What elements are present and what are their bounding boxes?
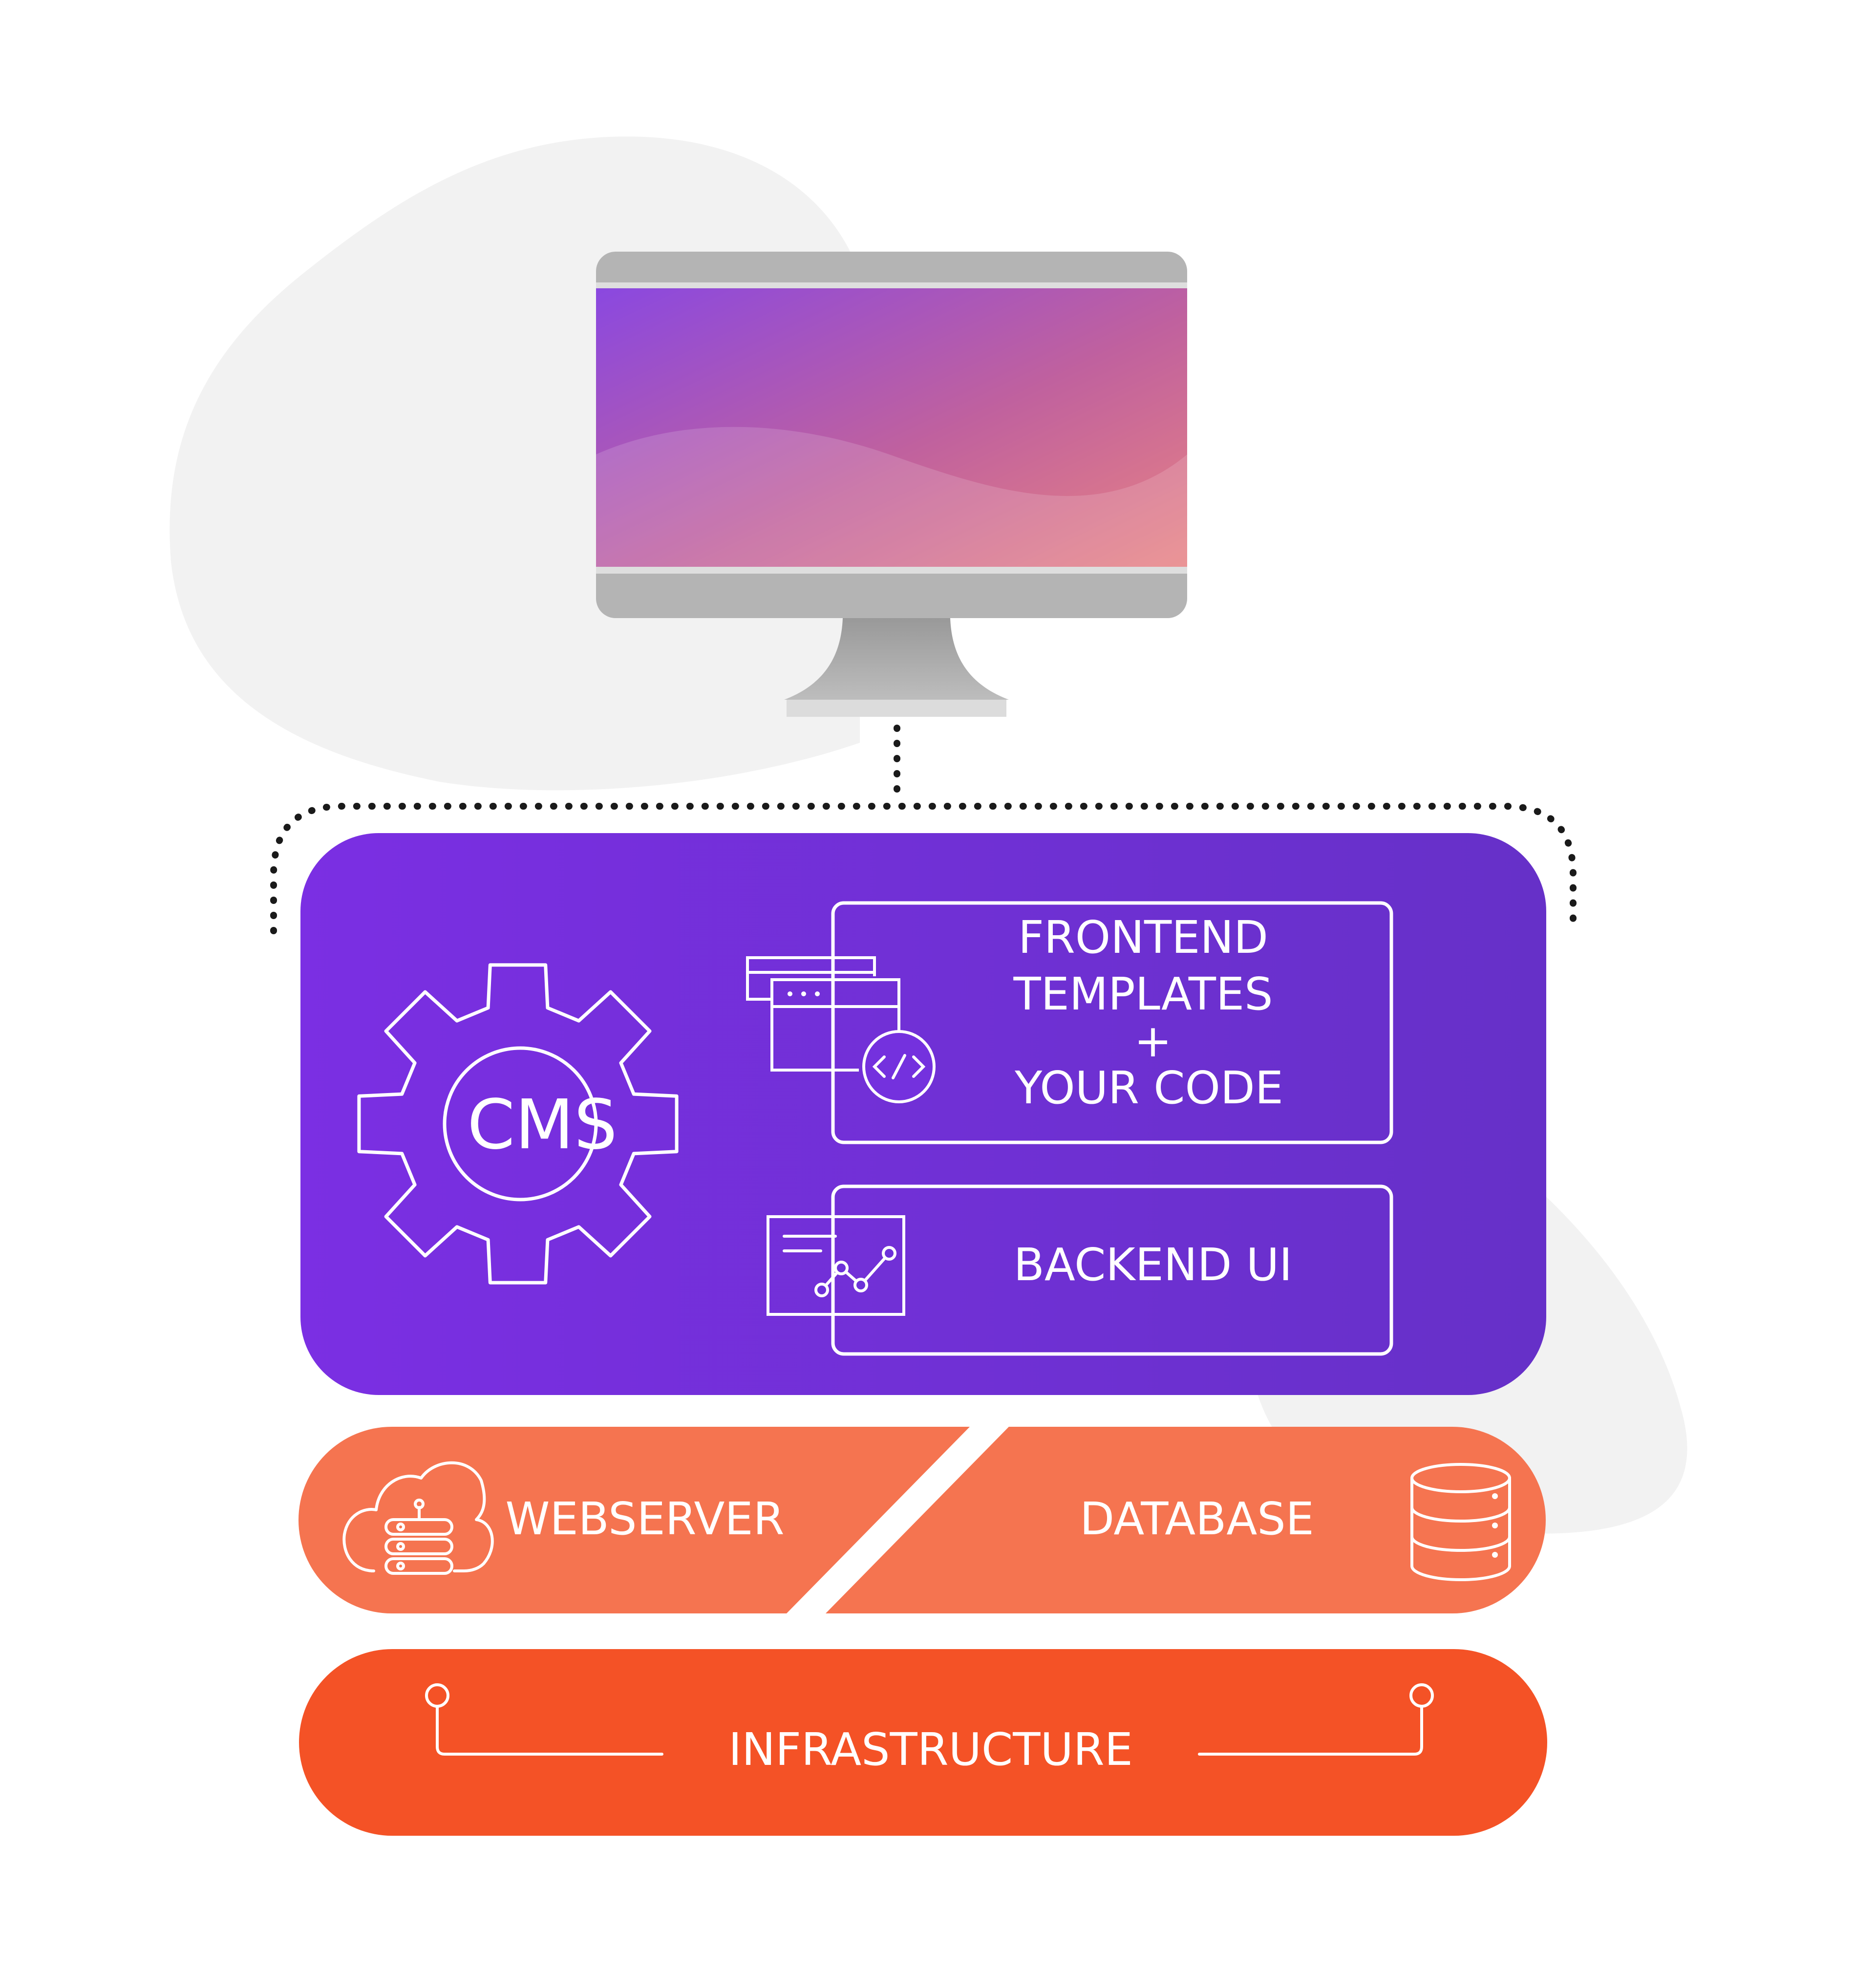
front-window	[770, 978, 900, 1072]
frontend-line-4: YOUR CODE	[1014, 1062, 1283, 1114]
window-dot-2	[801, 991, 806, 996]
frontend-line-3: +	[1134, 1015, 1172, 1067]
chart-point-3	[853, 1278, 868, 1292]
infrastructure-label: INFRASTRUCTURE	[728, 1723, 1133, 1776]
webserver-pill	[298, 1427, 970, 1613]
server-light-3	[396, 1562, 405, 1570]
database-dot-1	[1492, 1493, 1498, 1499]
database-dot-3	[1492, 1552, 1498, 1558]
circuit-lines	[425, 1683, 1434, 1756]
back-window	[746, 956, 876, 1001]
database-ring-1	[1410, 1506, 1511, 1523]
frontend-templates-box: FRONTEND TEMPLATES + YOUR CODE	[746, 901, 1393, 1144]
cloud-server-icon	[342, 1461, 494, 1575]
cms-gear-label: CMS	[467, 1085, 617, 1165]
server-antenna	[414, 1499, 425, 1509]
dashboard-chart-icon	[767, 1215, 905, 1316]
database-ring-2	[1410, 1535, 1511, 1552]
frontend-line-1: FRONTEND	[1018, 911, 1268, 964]
database-body	[1410, 1477, 1511, 1581]
infrastructure-pill	[299, 1649, 1547, 1836]
window-dot-3	[815, 991, 820, 996]
server-rack-3	[384, 1557, 453, 1575]
code-brackets	[872, 1054, 926, 1079]
cloud-outline	[342, 1461, 494, 1572]
monitor-icon	[596, 252, 1187, 717]
dotted-connector-bracket	[270, 803, 1577, 934]
code-windows-icon	[746, 956, 936, 1103]
dashboard-frame	[767, 1215, 905, 1316]
chart-point-2	[834, 1261, 849, 1275]
server-light-1	[396, 1523, 405, 1531]
monitor-base	[787, 700, 1006, 717]
circuit-line-right	[1198, 1705, 1423, 1756]
database-dot-2	[1492, 1523, 1498, 1528]
database-pill	[826, 1427, 1546, 1613]
window-dot-1	[788, 991, 792, 996]
dotted-connector	[270, 725, 1577, 934]
monitor-top-line	[596, 282, 1187, 288]
infrastructure-band: INFRASTRUCTURE	[299, 1649, 1547, 1836]
database-icon	[1410, 1463, 1511, 1581]
server-light-2	[396, 1542, 405, 1551]
server-rack-1	[384, 1518, 453, 1536]
monitor-screen-wave	[596, 427, 1187, 571]
monitor-bottom-line	[596, 567, 1187, 574]
backend-ui-box: BACKEND UI	[767, 1184, 1393, 1356]
frontend-box-frame	[831, 901, 1393, 1144]
database-label: DATABASE	[1080, 1493, 1314, 1545]
webserver-label: WEBSERVER	[505, 1493, 784, 1545]
gear-outline	[357, 963, 679, 1285]
chart-point-1	[814, 1283, 829, 1297]
frontend-line-2: TEMPLATES	[1013, 968, 1273, 1020]
backend-ui-label: BACKEND UI	[1014, 1239, 1293, 1291]
services-band: WEBSERVER DATABASE	[298, 1427, 1546, 1613]
monitor-screen	[596, 288, 1187, 571]
circuit-line-left	[436, 1705, 663, 1756]
dashboard-chart-line	[820, 1252, 891, 1291]
backend-box-frame	[831, 1184, 1393, 1356]
cms-block: CMS FRONTEND TEMPLATES + YOUR CODE	[300, 833, 1546, 1395]
gear-inner-circle	[443, 1046, 598, 1202]
chart-point-4	[882, 1246, 896, 1261]
gear-icon: CMS	[357, 963, 679, 1285]
server-rack-2	[384, 1538, 453, 1555]
monitor-stand	[784, 618, 1009, 700]
